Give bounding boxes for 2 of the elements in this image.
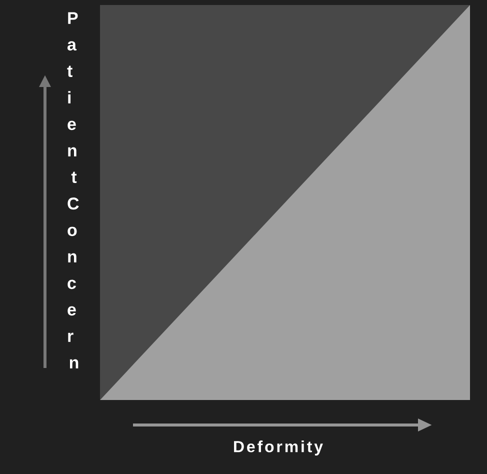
- axis-label: Deformity: [234, 440, 323, 456]
- axis-label: Patient Concern: [67, 12, 79, 368]
